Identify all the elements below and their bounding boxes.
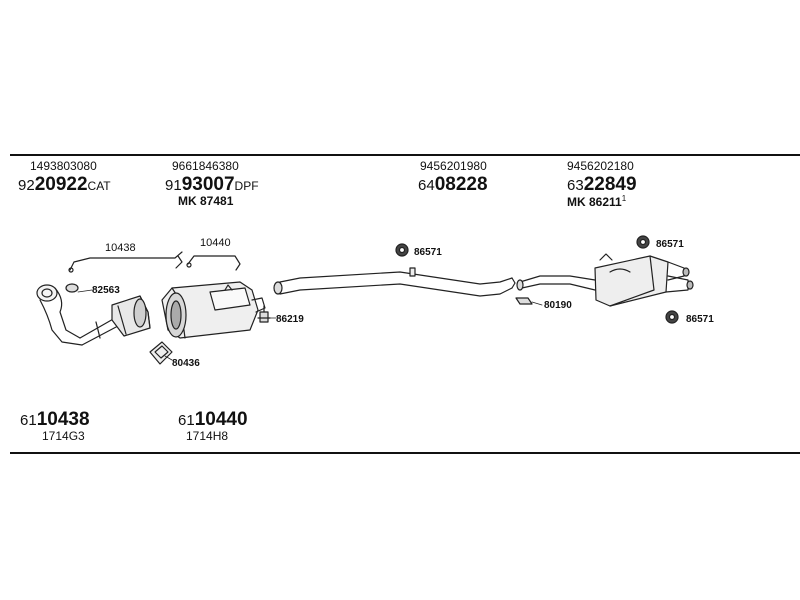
part-prefix: 91	[165, 177, 182, 194]
part-prefix: 63	[567, 177, 584, 194]
part-main-number: 22849	[583, 174, 637, 195]
bracket-10438	[68, 251, 183, 273]
callout-80436: 80436	[172, 358, 200, 369]
hanger-86571-middle	[395, 243, 409, 257]
clamp-86219	[257, 305, 271, 323]
footer-code-2: 1714H8	[186, 429, 229, 443]
middle-pipe	[273, 267, 516, 297]
hanger-86571-rear-bottom	[665, 310, 679, 324]
part-main-number: 93007	[181, 174, 235, 195]
mk-number-2: MK 87481	[178, 194, 234, 208]
oe-number-2: 9661846380	[172, 159, 239, 173]
oe-number-4: 9456202180	[567, 159, 634, 173]
gasket-80436	[149, 341, 173, 365]
part-suffix: DPF	[234, 179, 259, 193]
part-prefix: 61	[178, 412, 195, 429]
part-number-3: 6408228	[418, 175, 488, 194]
hanger-86571-rear-top	[636, 235, 650, 249]
part-main-number: 08228	[434, 174, 488, 195]
callout-10438: 10438	[105, 242, 136, 254]
part-number-2: 9193007DPF	[165, 175, 259, 194]
top-rule	[10, 154, 800, 156]
part-main-number: 10440	[194, 409, 248, 430]
clamp-82563	[65, 283, 79, 293]
part-number-1: 9220922CAT	[18, 175, 111, 194]
callout-86571-rear-top: 86571	[656, 239, 684, 250]
front-pipe-catalyst	[36, 284, 151, 346]
part-number-4: 6322849	[567, 175, 637, 194]
part-prefix: 92	[18, 177, 35, 194]
part-main-number: 20922	[34, 174, 88, 195]
callout-86571-middle: 86571	[414, 247, 442, 258]
footer-code-1: 1714G3	[42, 429, 85, 443]
oe-number-3: 9456201980	[420, 159, 487, 173]
callout-82563: 82563	[92, 285, 120, 296]
mk-superscript: 1	[621, 194, 627, 203]
callout-86219: 86219	[276, 314, 304, 325]
leader-lines	[77, 289, 543, 361]
callout-10440: 10440	[200, 237, 231, 249]
mk-text: MK 86211	[567, 195, 622, 209]
part-prefix: 64	[418, 177, 435, 194]
part-prefix: 61	[20, 412, 37, 429]
mk-number-4: MK 862111	[567, 194, 627, 209]
clamp-80190	[515, 297, 533, 305]
bracket-10440	[186, 255, 241, 271]
part-main-number: 10438	[36, 409, 90, 430]
footer-part-1: 6110438	[20, 410, 90, 429]
callout-86571-rear-bottom: 86571	[686, 314, 714, 325]
part-suffix: CAT	[87, 179, 111, 193]
oe-number-1: 1493803080	[30, 159, 97, 173]
bottom-rule	[10, 452, 800, 454]
callout-80190: 80190	[544, 300, 572, 311]
rear-silencer	[516, 253, 694, 307]
dpf-unit	[161, 281, 266, 339]
footer-part-2: 6110440	[178, 410, 248, 429]
